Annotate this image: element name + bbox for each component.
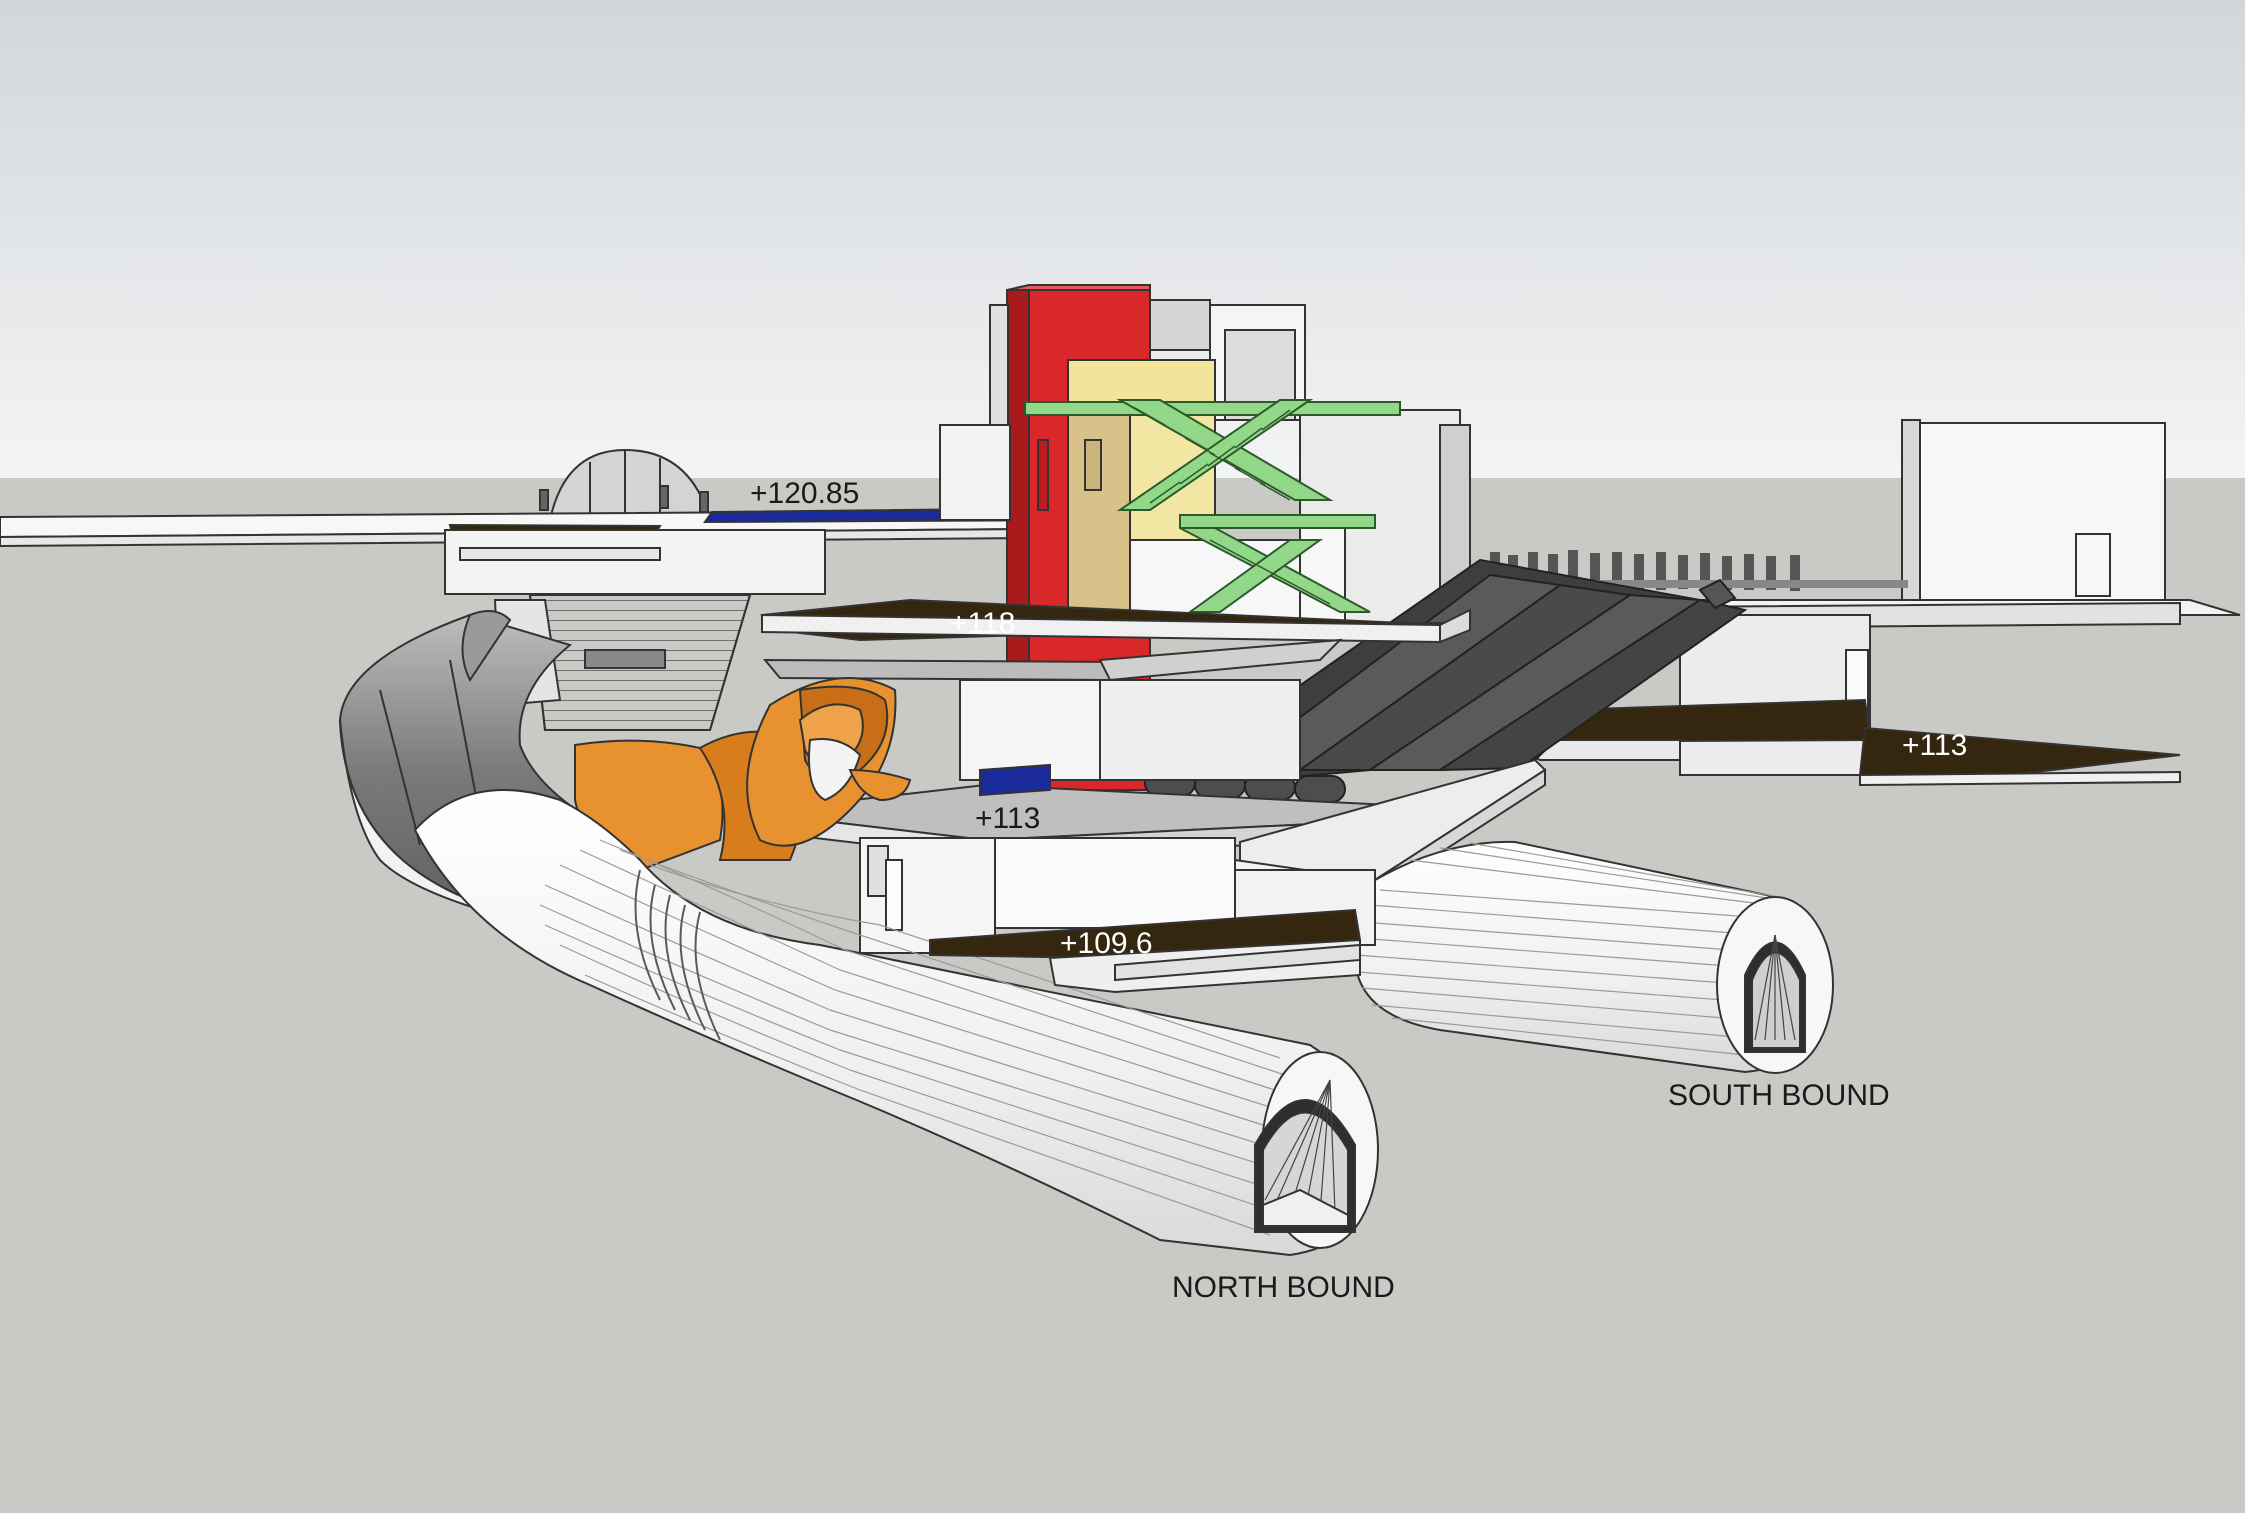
label-plus-113-center: +113 <box>975 802 1040 835</box>
glass-dome <box>539 448 712 521</box>
level-labels: +120.85 +118 +113 +113 +109.6 <box>750 477 1967 960</box>
label-plus-113-right: +113 <box>1902 729 1967 762</box>
label-plus-120-85: +120.85 <box>750 477 859 510</box>
stair-core-yellow <box>1067 359 1301 626</box>
scissor-stairs-green <box>1024 399 1401 613</box>
label-plus-118: +118 <box>950 607 1015 640</box>
connector-passage-orange <box>574 677 912 872</box>
tunnel-north-bound <box>413 789 1379 1257</box>
label-south-bound: SOUTH BOUND <box>1668 1079 1890 1112</box>
label-plus-109-6: +109.6 <box>1060 927 1153 960</box>
slab-113-center <box>808 763 1397 954</box>
tunnel-south-bound <box>1353 840 1834 1074</box>
slab-109-6 <box>929 869 1376 994</box>
roof-slab-120-85 <box>0 506 1161 595</box>
tunnel-labels: SOUTH BOUND NORTH BOUND <box>1172 1079 1890 1304</box>
label-north-bound: NORTH BOUND <box>1172 1271 1395 1304</box>
slab-118 <box>759 598 1471 781</box>
